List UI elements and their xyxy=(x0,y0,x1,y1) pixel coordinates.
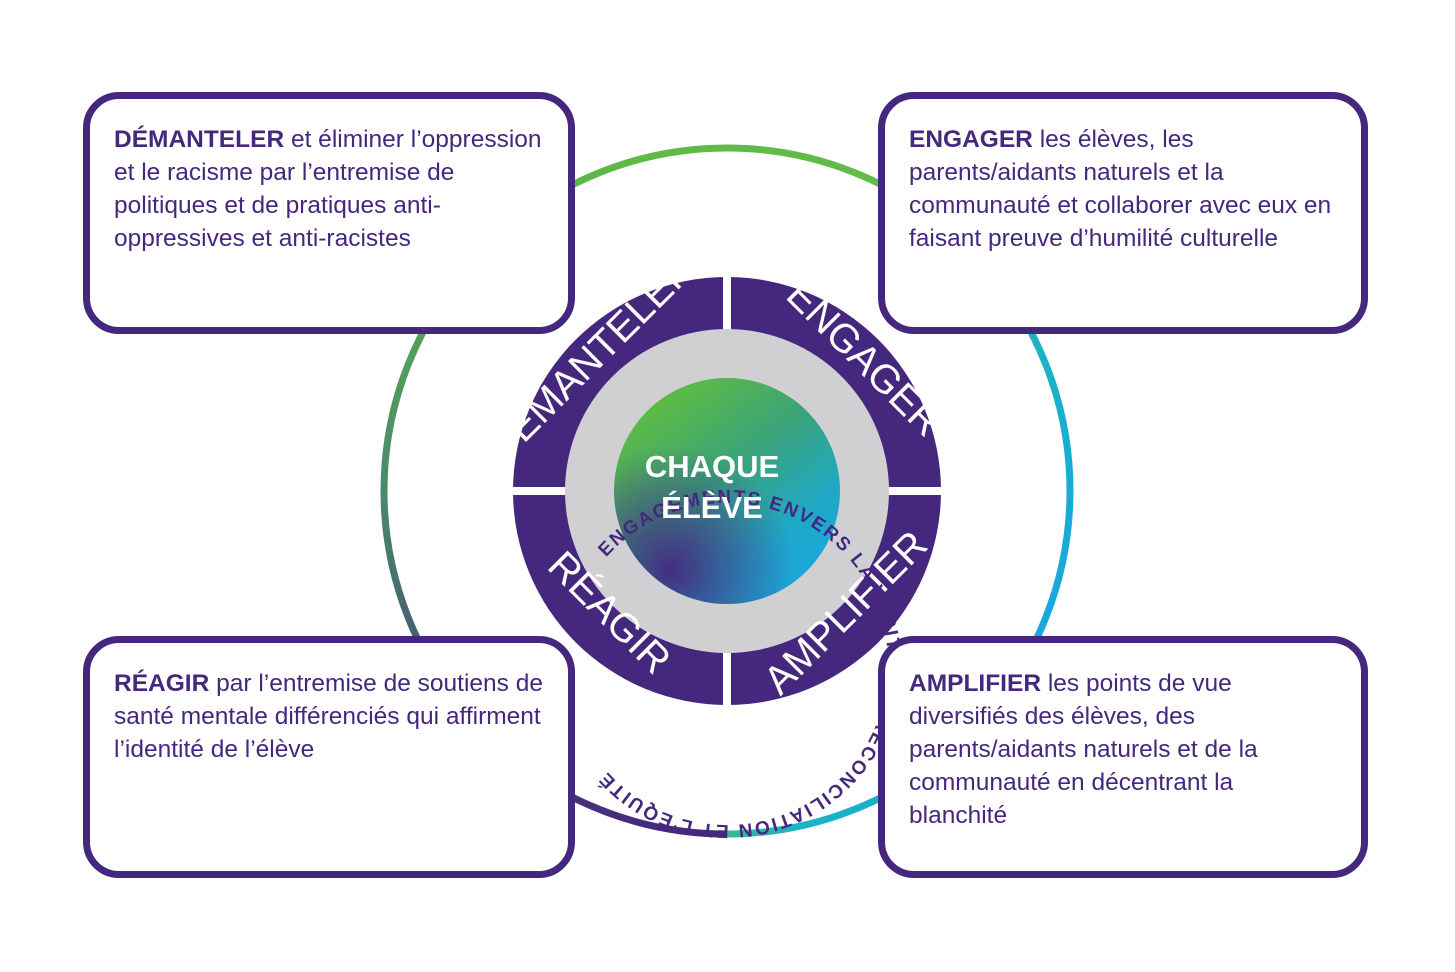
box-keyword: AMPLIFIER xyxy=(909,670,1042,697)
box-keyword: DÉMANTELER xyxy=(114,126,285,153)
center-circle xyxy=(614,378,840,604)
box-text: les points de vue diversifiés des élèves… xyxy=(909,670,1258,829)
text-box-reagir: RÉAGIR par l’entremise de soutiens de sa… xyxy=(83,636,575,878)
box-text: les élèves, les parents/aidants naturels… xyxy=(909,126,1332,252)
center-label-line2: ÉLÈVE xyxy=(661,490,763,525)
box-keyword: RÉAGIR xyxy=(114,670,210,697)
text-box-demanteler: DÉMANTELER et éliminer l’oppression et l… xyxy=(83,92,575,334)
text-box-amplifier: AMPLIFIER les points de vue diversifiés … xyxy=(878,636,1368,878)
box-keyword: ENGAGER xyxy=(909,126,1033,153)
center-label-line1: CHAQUE xyxy=(645,449,779,484)
text-box-engager: ENGAGER les élèves, les parents/aidants … xyxy=(878,92,1368,334)
box-text: par l’entremise de soutiens de santé men… xyxy=(114,670,543,763)
box-text: et éliminer l’oppression et le racisme p… xyxy=(114,126,542,252)
